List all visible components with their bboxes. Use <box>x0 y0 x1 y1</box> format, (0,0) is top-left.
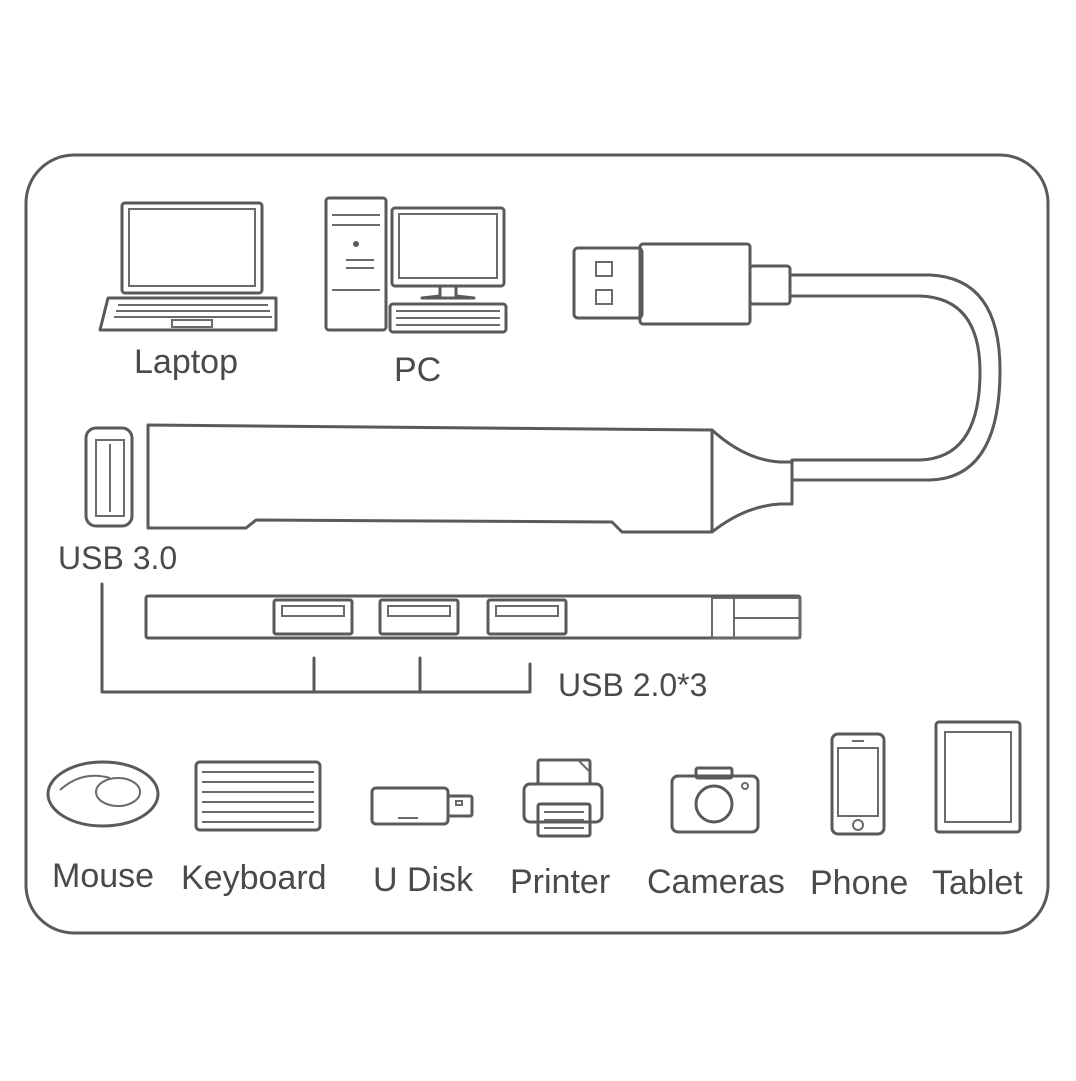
device-label-mouse: Mouse <box>52 857 154 895</box>
usb2-label: USB 2.0*3 <box>558 667 707 703</box>
usb3-label: USB 3.0 <box>58 540 177 576</box>
device-label-phone: Phone <box>810 864 908 902</box>
port-bracket-line <box>100 582 532 694</box>
host-label-pc: PC <box>394 351 441 389</box>
device-label-printer: Printer <box>510 863 610 901</box>
usb-cable-inner <box>788 294 982 462</box>
device-label-cameras: Cameras <box>647 863 785 901</box>
device-label-keyboard: Keyboard <box>181 859 327 897</box>
printer-icon <box>522 758 604 838</box>
camera-icon <box>670 766 760 834</box>
usb2-port-2-icon <box>378 598 460 636</box>
mouse-icon <box>46 760 160 828</box>
usb-hub-top-view <box>146 423 794 534</box>
usb2-port-3-icon <box>486 598 568 636</box>
device-label-u-disk: U Disk <box>373 861 474 899</box>
diagram-frame <box>24 153 1050 935</box>
usb-cable <box>788 273 1002 482</box>
usb2-port-1-icon <box>272 598 354 636</box>
usb-hub-side-view <box>144 594 802 640</box>
tablet-icon <box>934 720 1022 834</box>
keyboard-icon <box>194 760 322 832</box>
host-label-laptop: Laptop <box>134 343 238 381</box>
device-label-tablet: Tablet <box>932 864 1023 902</box>
desktop-pc-icon <box>324 196 508 334</box>
phone-icon <box>830 732 886 836</box>
laptop-icon <box>98 201 278 332</box>
usb-a-plug-icon <box>572 242 792 326</box>
usb-flash-drive-icon <box>370 786 474 826</box>
usb3-port-icon <box>84 426 134 528</box>
